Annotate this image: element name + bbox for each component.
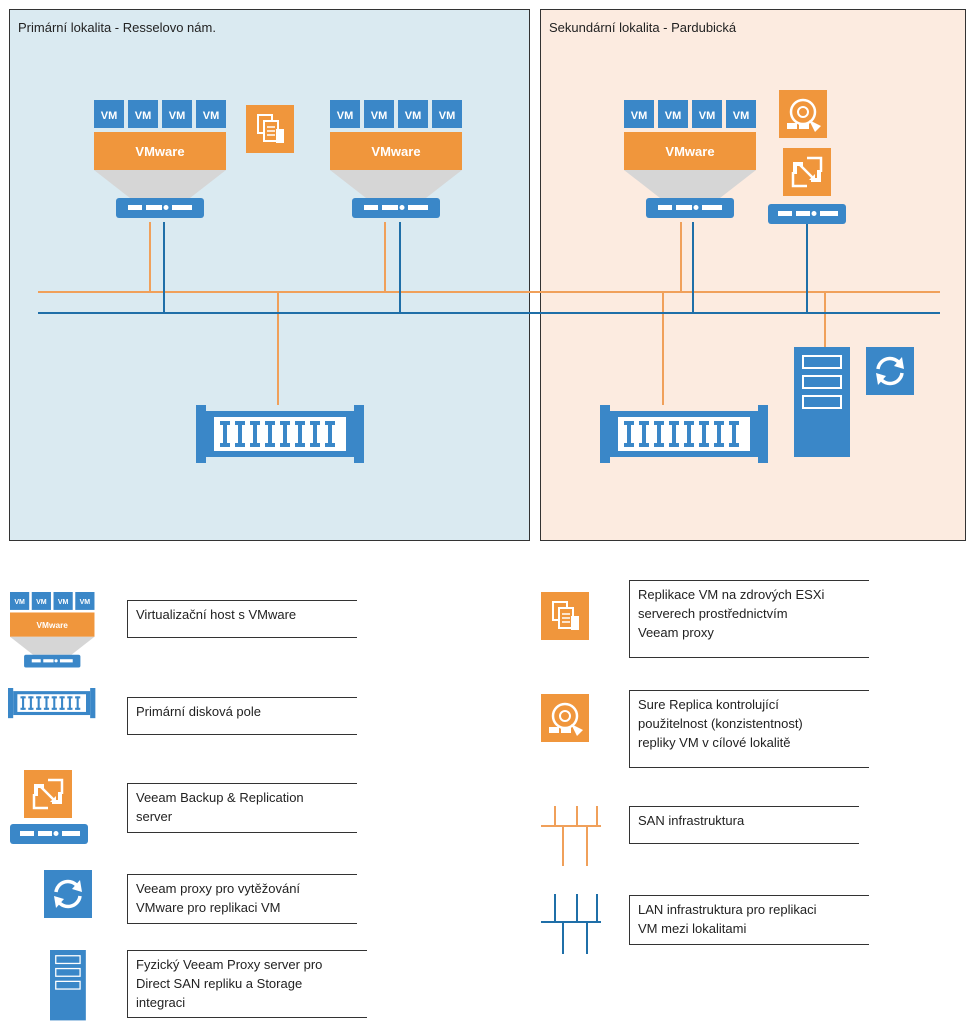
legend-lan-infrastructure-text: LAN infrastruktura pro replikaci VM mezi… (629, 895, 869, 945)
legend-physical-proxy-text: Fyzický Veeam Proxy server pro Direct SA… (127, 950, 367, 1018)
legend-veeam-br-server-text: Veeam Backup & Replication server (127, 783, 357, 833)
legend-vmware-host-text: Virtualizační host s VMware (127, 600, 357, 638)
disk-array-primary[interactable] (196, 405, 364, 463)
vmware-host-primary-2[interactable] (330, 100, 462, 218)
san-backbone (38, 222, 940, 405)
sure-replica-icon (777, 88, 829, 140)
veeam-proxy-icon (864, 345, 916, 397)
legend-replication-text: Replikace VM na zdrových ESXi serverech … (629, 580, 869, 658)
vmware-host-secondary[interactable] (624, 100, 756, 218)
legend-san-infrastructure-icon (541, 806, 601, 866)
replication-icon (245, 104, 295, 154)
legend-physical-proxy-icon (50, 950, 86, 1021)
legend-disk-array-text: Primární disková pole (127, 697, 357, 735)
legend-veeam-proxy-icon (42, 868, 94, 920)
lan-backbone (38, 222, 940, 314)
primary-site-title: Primární lokalita - Resselovo nám. (18, 20, 216, 35)
physical-proxy-server[interactable] (794, 347, 850, 457)
veeam-br-logo-icon (781, 146, 833, 198)
legend-san-infrastructure-text: SAN infrastruktura (629, 806, 859, 844)
secondary-site-title: Sekundární lokalita - Pardubická (549, 20, 737, 35)
legend-lan-infrastructure-icon (541, 894, 601, 954)
legend-replication-icon (540, 591, 590, 641)
legend-veeam-proxy-text: Veeam proxy pro vytěžování VMware pro re… (127, 874, 357, 924)
legend-veeam-br-server-icon (10, 824, 88, 844)
legend-veeam-br-logo-icon (22, 768, 74, 820)
disk-array-secondary[interactable] (600, 405, 768, 463)
legend-sure-replica-icon (539, 692, 591, 744)
veeam-br-server[interactable] (768, 204, 846, 224)
vmware-host-primary-1[interactable] (94, 100, 226, 218)
legend-vmware-host-icon (10, 592, 95, 668)
legend-sure-replica-text: Sure Replica kontrolující použitelnost (… (629, 690, 869, 768)
legend-disk-array-icon (8, 688, 96, 719)
